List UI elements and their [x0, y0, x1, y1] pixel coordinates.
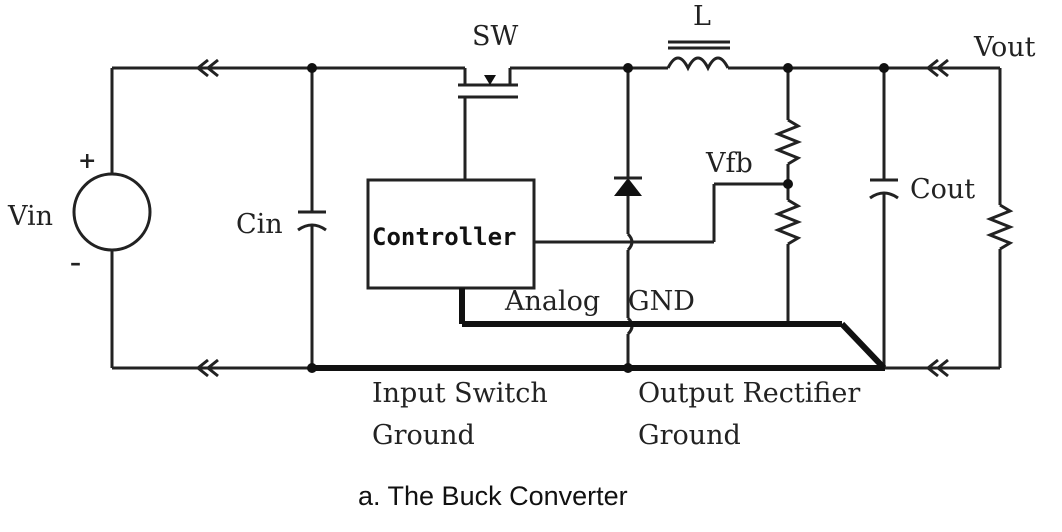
analog-label: Analog — [504, 286, 600, 317]
vout-label: Vout — [973, 32, 1036, 63]
bottom-rail — [112, 358, 1000, 378]
load-resistor: Vout — [973, 32, 1036, 368]
sw-label: SW — [472, 21, 518, 52]
vin-source: Vin + – — [7, 68, 152, 368]
cout-label: Cout — [910, 174, 975, 205]
input-terminal-arrow-top — [195, 58, 219, 78]
vfb-label: Vfb — [705, 148, 753, 179]
input-terminal-arrow-bottom — [195, 358, 219, 378]
vin-minus-label: – — [70, 250, 81, 276]
cin-label: Cin — [236, 209, 283, 240]
output-ground-label-line2: Ground — [638, 420, 741, 451]
top-rail — [112, 58, 1000, 78]
vin-plus-label: + — [78, 148, 96, 174]
analog-ground-path: Analog GND — [459, 286, 887, 371]
figure-caption: a. The Buck Converter — [358, 481, 628, 511]
input-ground-label-line2: Ground — [372, 420, 475, 451]
controller-block: Controller Vfb — [366, 148, 788, 290]
cout-capacitor: Cout — [869, 63, 975, 368]
input-ground-label-line1: Input Switch — [372, 378, 548, 409]
inductor-l: L — [666, 1, 730, 72]
vin-label: Vin — [7, 201, 53, 232]
sw-mosfet: SW — [458, 21, 518, 180]
output-terminal-arrow-top — [925, 58, 949, 78]
l-label: L — [693, 1, 711, 32]
output-terminal-arrow-bottom — [925, 358, 949, 378]
output-ground-label-line1: Output Rectifier — [638, 378, 860, 409]
cin-capacitor: Cin — [236, 63, 327, 373]
controller-label: Controller — [372, 223, 517, 251]
feedback-divider — [773, 63, 803, 324]
gnd-label: GND — [628, 286, 695, 317]
